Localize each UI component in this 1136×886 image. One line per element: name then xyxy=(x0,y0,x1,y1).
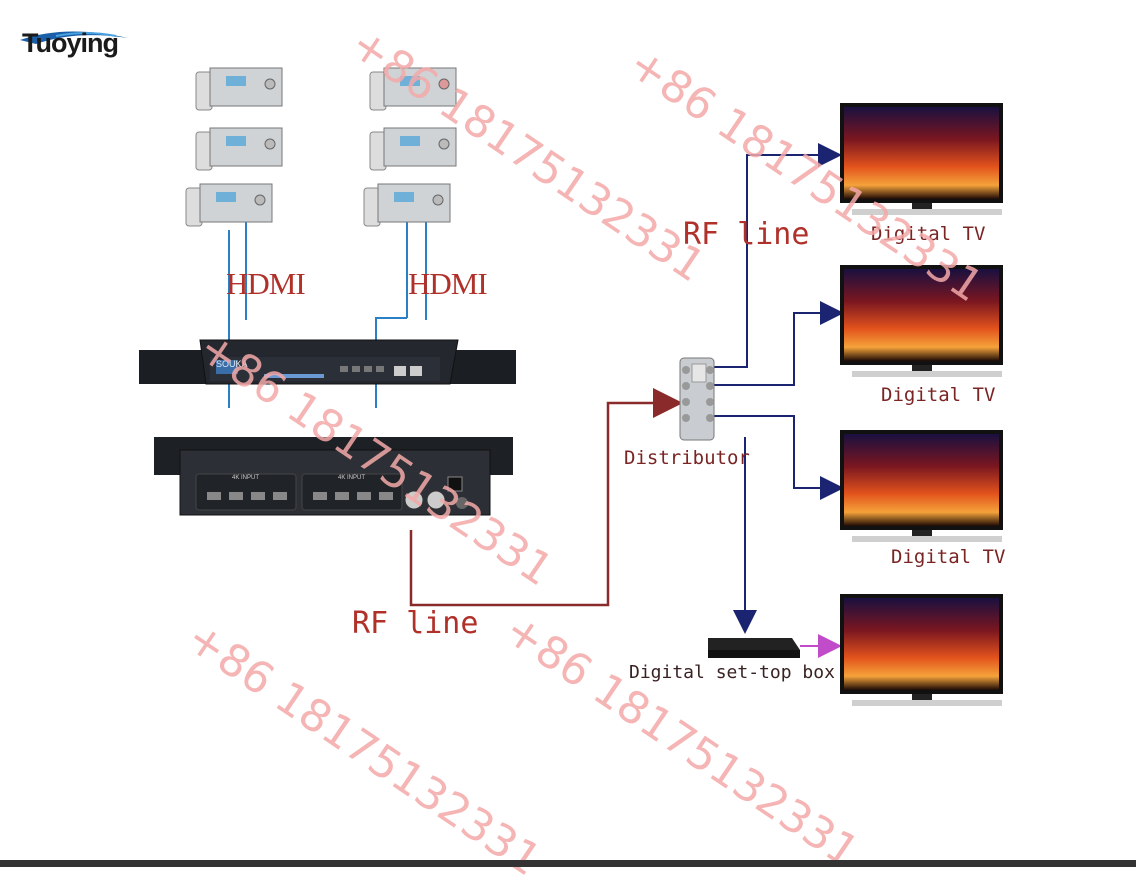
tv-label-3: Digital TV xyxy=(891,546,1006,568)
encoder-port-label: 4K INPUT xyxy=(232,475,260,481)
rf-line-tv-1 xyxy=(714,143,842,368)
tv-icon xyxy=(840,103,1003,215)
tv-icon xyxy=(840,594,1003,706)
diagram-canvas: Tuoying xyxy=(0,18,1136,886)
logo-text: Tuoying xyxy=(22,28,119,58)
hdmi-label-right: HDMI xyxy=(408,266,488,301)
bottom-border xyxy=(0,860,1136,867)
rf-line-tv-3 xyxy=(714,415,844,500)
rf-line-label-bottom: RF line xyxy=(352,606,479,641)
tv-label-1: Digital TV xyxy=(871,223,986,245)
rf-line-main xyxy=(409,388,683,607)
tv-icon xyxy=(840,265,1003,377)
distributor-label: Distributor xyxy=(624,447,750,469)
rf-line-label-top: RF line xyxy=(683,217,810,252)
tv-label-2: Digital TV xyxy=(881,384,996,406)
set-top-box-icon xyxy=(185,67,457,227)
rf-line-tv-2 xyxy=(714,301,844,386)
encoder-port-label: 4K INPUT xyxy=(338,475,366,481)
encoder-brand: SOUKA xyxy=(216,359,248,369)
hdmi-label-left: HDMI xyxy=(226,266,306,301)
logo-swoosh-icon xyxy=(20,31,128,44)
encoder-device-icon xyxy=(139,339,516,385)
encoder-rear-icon xyxy=(154,437,513,516)
set-top-boxes-layer xyxy=(139,67,1003,706)
distributor-icon xyxy=(679,357,715,441)
tv-icon xyxy=(840,430,1003,542)
set-top-box-label: Digital set-top box xyxy=(629,662,835,683)
stb-device-icon xyxy=(708,638,800,658)
